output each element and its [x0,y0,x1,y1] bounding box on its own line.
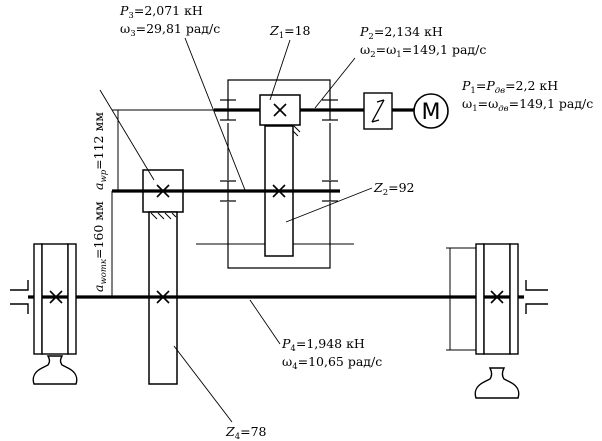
w3-label: ω3=29,81 рад/с [120,21,220,39]
wheel-diameter-dimension [446,247,476,351]
w1-label: ω1=ωдв=149,1 рад/с [462,96,593,114]
pinion-z1-cross-icon [273,103,287,117]
right-rail [474,367,520,399]
electric-motor [413,93,449,129]
open-pinion-cross-icon [156,184,170,198]
a-w-upper-label: awр=112 мм [91,112,109,190]
wheel-z4-cross-icon [156,290,170,304]
left-rail [32,355,78,385]
input-shaft-bearing-right [322,99,338,121]
p3-label: P3=2,071 кН [119,3,203,21]
right-wheel-cross-icon [490,290,504,304]
intermediate-shaft-bearing-right [322,180,338,202]
right-shaft-support [525,280,548,314]
leader-lines [99,37,373,423]
z1-label: Z1=18 [269,23,311,41]
right-track-wheel [475,243,519,355]
intermediate-shaft-bearing-left [220,180,236,202]
open-mesh-hatch [150,212,177,220]
center-distance-dimensions [111,109,260,297]
p1-label: P1=Pдв=2,2 кН [461,78,558,96]
z4-label: Z4=78 [225,424,267,441]
p2-label: P2=2,134 кН [359,24,443,42]
wheel-z2-cross-icon [272,184,286,198]
motor-label: M [422,100,441,125]
gearbox-housing-bottom [227,202,331,269]
gearbox-housing-top [227,79,331,108]
left-wheel-cross-icon [49,290,63,304]
z2-label: Z2=92 [373,180,415,198]
w4-label: ω4=10,65 рад/с [282,354,382,372]
w2-label: ω2=ω1=149,1 рад/с [360,42,486,60]
left-shaft-support [10,280,29,314]
p4-label: P4=1,948 кН [281,336,365,354]
a-w-lower-label: awотк=160 мм [91,201,109,292]
